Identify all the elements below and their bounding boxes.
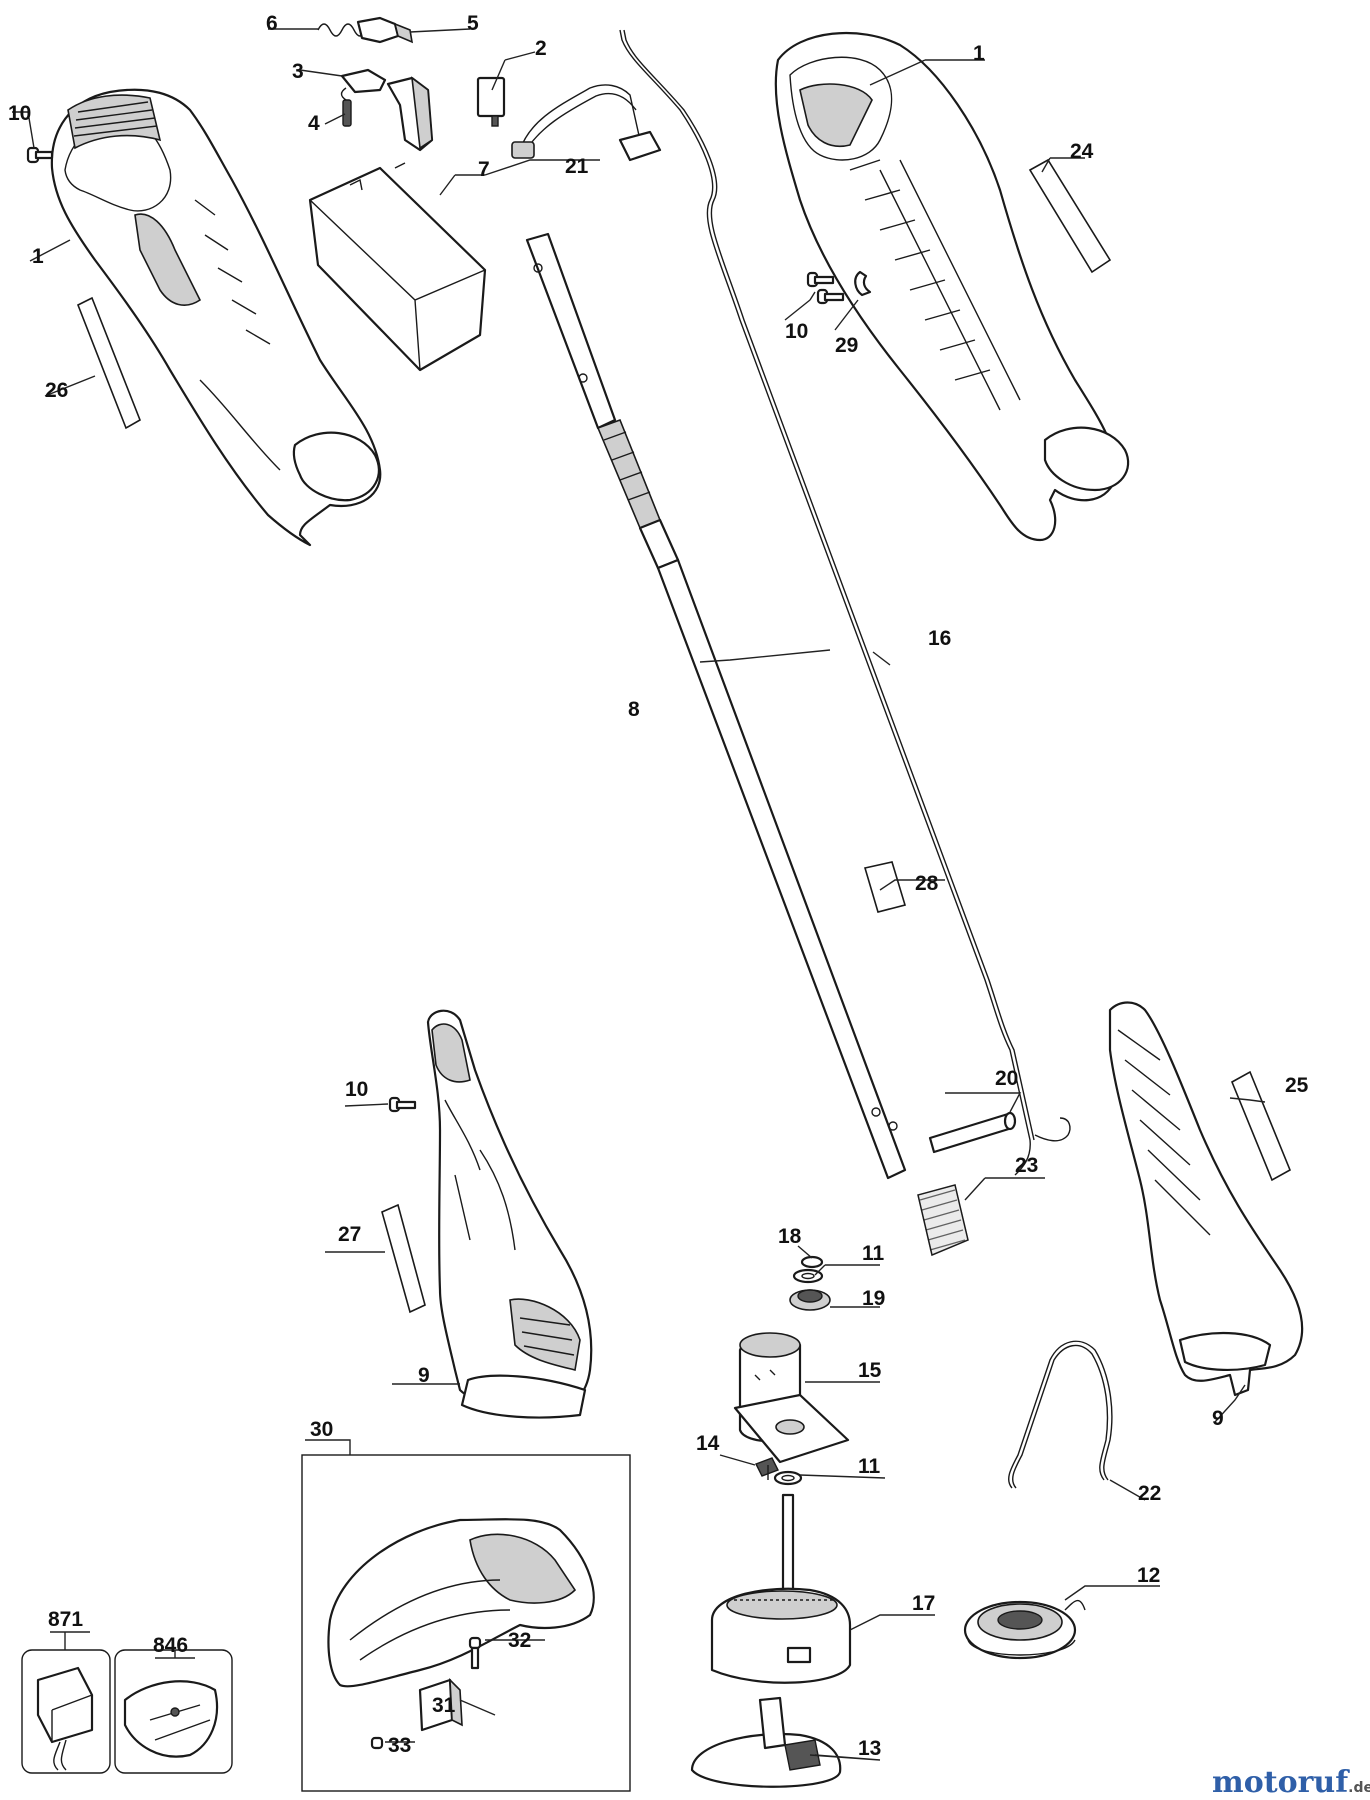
callout-4: 4 (308, 112, 320, 135)
callout-10-lower: 10 (345, 1078, 368, 1101)
retainer-18 (800, 1255, 824, 1269)
motor-15 (733, 1332, 850, 1464)
trigger-3 (340, 68, 434, 152)
watermark-suffix: .de (1348, 1780, 1370, 1796)
label-sheet-24 (1028, 158, 1112, 274)
bearing-19 (789, 1289, 831, 1311)
callout-846: 846 (153, 1634, 188, 1657)
callout-23: 23 (1015, 1154, 1038, 1177)
watermark-brand: motoruf (1212, 1765, 1350, 1800)
spool-cap-13 (690, 1696, 842, 1788)
label-sheet-25 (1230, 1070, 1292, 1182)
spool-12 (963, 1599, 1086, 1660)
callout-7: 7 (478, 158, 490, 181)
callout-871: 871 (48, 1608, 83, 1631)
callout-14: 14 (696, 1432, 720, 1455)
callout-20: 20 (995, 1067, 1018, 1090)
callout-9-right: 9 (1212, 1407, 1224, 1430)
callout-10: 10 (8, 102, 31, 125)
housing-left-part (50, 88, 382, 547)
screw-33 (370, 1736, 384, 1750)
leader-lines (12, 28, 1266, 1761)
kit-30-frame (301, 1454, 631, 1792)
callout-28: 28 (915, 872, 939, 895)
screw-32 (468, 1636, 482, 1670)
callout-18: 18 (778, 1225, 802, 1248)
spool-housing-17 (710, 1493, 852, 1684)
charger-871 (36, 1666, 94, 1771)
wire-22-inner (1012, 1344, 1109, 1489)
svg-text:motoruf.de: motoruf.de (1212, 1765, 1370, 1800)
washer-11-top (792, 1268, 824, 1284)
spring-23 (917, 1184, 969, 1257)
wire-harness-21 (511, 84, 662, 162)
spring-4 (340, 87, 352, 127)
callout-22: 22 (1138, 1482, 1161, 1505)
callout-33: 33 (388, 1734, 411, 1757)
callout-12: 12 (1137, 1564, 1160, 1587)
callout-2: 2 (535, 37, 547, 60)
screw-10-lower (388, 1096, 417, 1113)
brush-14 (755, 1457, 779, 1480)
callout-29: 29 (835, 334, 858, 357)
callout-9-left: 9 (418, 1364, 430, 1387)
callout-8: 8 (628, 698, 640, 721)
callout-3: 3 (292, 60, 304, 83)
callout-19: 19 (862, 1287, 885, 1310)
label-sheet-26 (76, 296, 141, 430)
tube-8 (525, 232, 907, 1180)
callout-26: 26 (45, 379, 68, 402)
callout-16: 16 (928, 627, 951, 650)
pin-20 (928, 1111, 1017, 1154)
spring-6 (317, 23, 367, 37)
rod-16 (619, 29, 1071, 1176)
callout-25: 25 (1285, 1074, 1309, 1097)
callout-13: 13 (858, 1737, 881, 1760)
battery-7 (308, 162, 487, 372)
callout-labels: 6 5 3 4 2 21 7 10 1 26 1 24 10 29 8 16 2… (8, 12, 1309, 1760)
switch-2 (476, 76, 506, 127)
kit-846 (123, 1680, 219, 1758)
callout-30: 30 (310, 1418, 333, 1441)
lower-housing-left-9 (426, 1009, 593, 1419)
callout-10-right: 10 (785, 320, 808, 343)
screw-10-left (26, 146, 54, 164)
callout-24: 24 (1070, 140, 1094, 163)
callout-17: 17 (912, 1592, 935, 1615)
callout-6: 6 (266, 12, 278, 35)
screws-10-right (806, 271, 845, 305)
callout-1-right: 1 (973, 42, 985, 65)
lower-housing-right-9 (1108, 1001, 1304, 1397)
callout-11-top: 11 (862, 1242, 885, 1265)
clip-31 (418, 1677, 463, 1732)
callout-15: 15 (858, 1359, 882, 1382)
kit-846-frame (114, 1649, 233, 1774)
watermark-logo: motoruf.de (1212, 1765, 1370, 1800)
housing-right-part (774, 31, 1130, 542)
callout-21: 21 (565, 155, 589, 178)
callout-31: 31 (432, 1694, 456, 1717)
callout-11-bottom: 11 (858, 1455, 881, 1478)
label-sheet-27 (381, 1203, 426, 1314)
kit-30-housing (327, 1518, 595, 1688)
clip-29 (854, 270, 872, 297)
button-5 (356, 16, 414, 44)
callout-27: 27 (338, 1223, 361, 1246)
callout-5: 5 (467, 12, 479, 35)
wire-22 (1008, 1340, 1113, 1489)
callout-1: 1 (32, 245, 44, 268)
charger-871-frame (21, 1649, 111, 1774)
callout-32: 32 (508, 1629, 531, 1652)
washer-11-bottom (773, 1470, 803, 1486)
